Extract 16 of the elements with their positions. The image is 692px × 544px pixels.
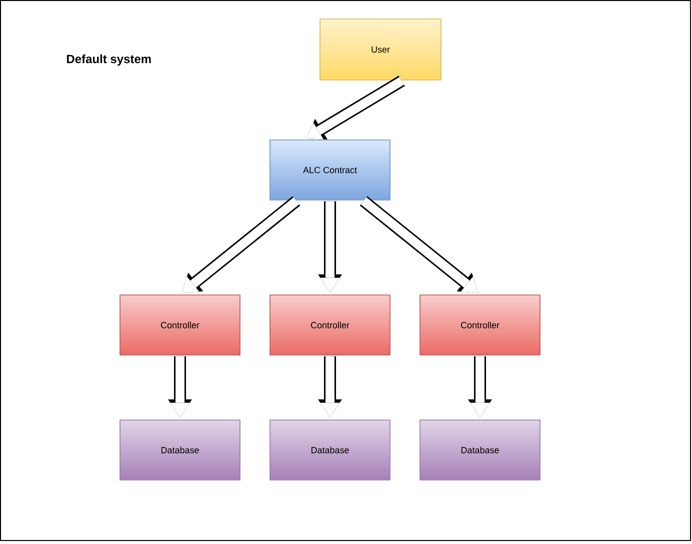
user-box: User [320,18,442,80]
database-box: Database [270,420,390,480]
arrow [182,196,300,294]
database-box: Database [120,420,240,480]
arrow [468,356,492,418]
controller-box: Controller [120,294,240,356]
arrow [318,356,342,418]
controller-box: Controller [420,294,540,356]
arrow [306,76,405,140]
database-box: Database [420,420,540,480]
title: Default system [67,54,151,66]
arrow [318,201,342,292]
contract-box: ALC Contract [270,140,390,200]
arrow [168,356,192,418]
arrow [360,196,478,294]
controller-box: Controller [270,294,390,356]
